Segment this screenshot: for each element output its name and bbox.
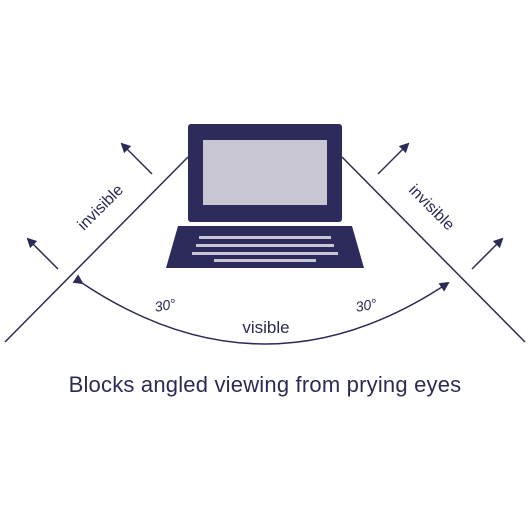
angle-label-left: 30° xyxy=(153,295,177,315)
left-upper-arrow-icon xyxy=(120,142,153,175)
laptop-icon xyxy=(166,124,364,268)
visible-range-arc xyxy=(72,274,450,345)
right-lower-arrow-icon xyxy=(471,237,504,270)
right-upper-arrow-icon xyxy=(377,142,410,175)
visible-label: visible xyxy=(242,318,289,337)
laptop-keyboard xyxy=(192,236,338,262)
diagram-caption: Blocks angled viewing from prying eyes xyxy=(68,372,462,397)
angle-label-right: 30° xyxy=(354,295,378,315)
right-view-boundary-line xyxy=(341,156,526,343)
laptop-screen xyxy=(203,140,327,205)
left-lower-arrow-icon xyxy=(26,237,59,270)
left-view-boundary-line xyxy=(4,156,189,343)
invisible-label-right: invisible xyxy=(405,182,457,234)
